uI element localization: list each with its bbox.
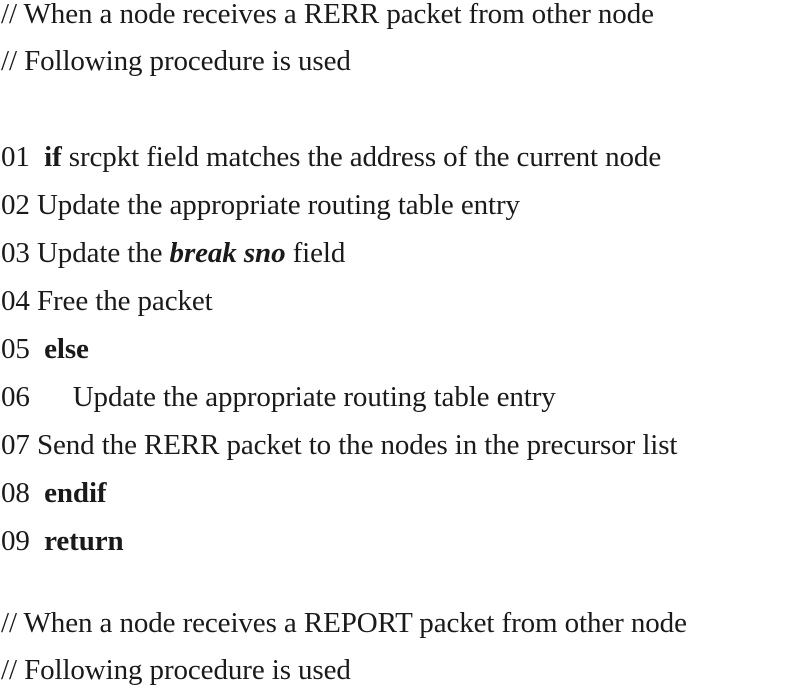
footer-comment-line-2: // Following procedure is used <box>1 654 351 686</box>
line-number: 03 <box>1 237 30 269</box>
line-number: 04 <box>1 285 30 317</box>
code-line-06: 06 Update the appropriate routing table … <box>1 379 556 415</box>
line-number: 06 <box>1 381 30 413</box>
code-line-05: 05 else <box>1 331 89 367</box>
code-line-03: 03 Update the break sno field <box>1 235 345 271</box>
code-line-02: 02 Update the appropriate routing table … <box>1 187 520 223</box>
keyword-endif: endif <box>44 477 107 509</box>
code-line-01: 01 if srcpkt field matches the address o… <box>1 139 661 175</box>
line-number: 01 <box>1 141 30 173</box>
line-gap <box>30 141 44 173</box>
line-text: Free the packet <box>29 285 213 317</box>
keyword-else: else <box>44 333 89 365</box>
emphasized-field-name: break sno <box>169 237 286 269</box>
code-line-07: 07 Send the RERR packet to the nodes in … <box>1 427 678 463</box>
line-number: 08 <box>1 477 30 509</box>
line-text: Send the RERR packet to the nodes in the… <box>29 429 678 461</box>
line-text-pre: Update the <box>29 237 170 269</box>
header-comment-line-1: // When a node receives a RERR packet fr… <box>1 0 654 30</box>
line-text: Update the appropriate routing table ent… <box>29 381 556 413</box>
footer-comment-line-1: // When a node receives a REPORT packet … <box>1 607 687 639</box>
line-number: 09 <box>1 525 30 557</box>
line-number: 05 <box>1 333 30 365</box>
keyword-return: return <box>44 525 124 557</box>
code-line-09: 09 return <box>1 523 124 559</box>
line-text-post: field <box>285 237 346 269</box>
code-line-08: 08 endif <box>1 475 107 511</box>
line-gap <box>30 333 44 365</box>
line-number: 02 <box>1 189 30 221</box>
line-gap <box>30 477 44 509</box>
code-line-04: 04 Free the packet <box>1 283 213 319</box>
header-comment-line-2: // Following procedure is used <box>1 45 351 77</box>
line-gap <box>30 525 44 557</box>
line-text: srcpkt field matches the address of the … <box>61 141 662 173</box>
line-number: 07 <box>1 429 30 461</box>
keyword-if: if <box>44 141 62 173</box>
line-text: Update the appropriate routing table ent… <box>29 189 520 221</box>
